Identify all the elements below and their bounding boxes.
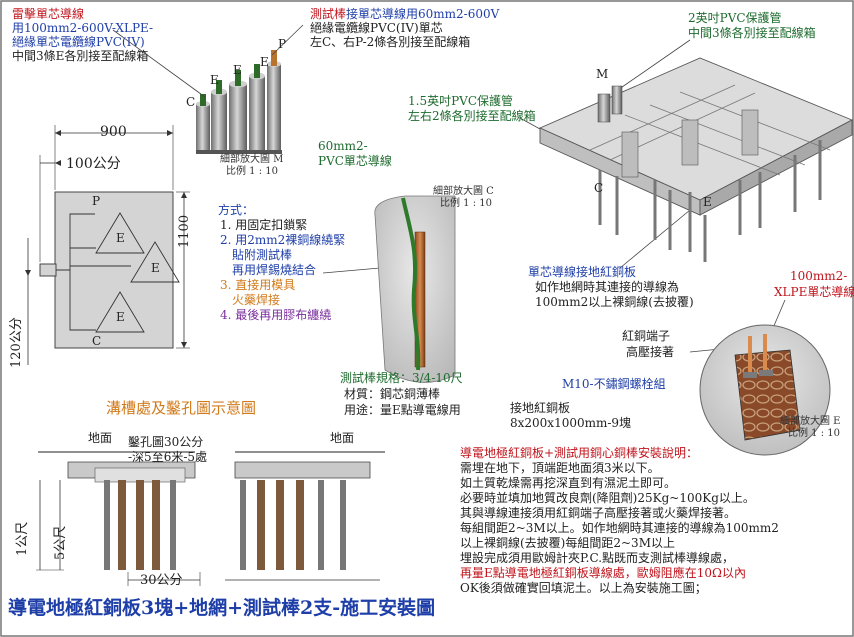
cable-e3 bbox=[249, 76, 265, 152]
lightning-conductor-title: 雷擊單芯導線 bbox=[12, 7, 85, 21]
cable-letter-e1: E bbox=[210, 73, 219, 87]
cable-letter-p: P bbox=[278, 37, 287, 51]
notes-line-2: 如土質乾燥需再挖深直到有濕泥土即可。 bbox=[460, 476, 677, 490]
trench-dim-30: 30公分 bbox=[140, 573, 183, 588]
iso-letter-m: M bbox=[596, 67, 609, 81]
detail-e-line2: 比例 1 : 10 bbox=[788, 428, 840, 439]
notes-line-8: 再量E點導電地極紅銅板導線處，歐姆阻應在10Ω以內 bbox=[460, 566, 746, 580]
detail-m-line2: 比例 1 : 10 bbox=[226, 166, 278, 177]
test-rod-conductor-line3: 左C、右P-2條各別接至配線箱 bbox=[310, 35, 471, 49]
notes-line-4: 其與導線連接須用紅銅端子高壓接著或火藥焊接著。 bbox=[460, 506, 737, 520]
plate-conductor-line1: 單芯導線接地紅銅板 bbox=[528, 265, 637, 279]
plate-offset-dim: 100公分 bbox=[66, 156, 121, 172]
plate-letter-e2: E bbox=[151, 261, 160, 275]
notes-line-3: 必要時並填加地質改良劑(降阻劑)25Kg~100Kg以上。 bbox=[460, 491, 755, 505]
method-step-2c: 再用焊錫燒結合 bbox=[232, 263, 317, 277]
pipe-15in-line1: 1.5英吋PVC保護管 bbox=[408, 94, 514, 108]
trench-title: 溝槽處及鑿孔圖示意圖 bbox=[106, 399, 257, 417]
test-rod-conductor-line2: 絕緣電纜線PVC(IV)單芯 bbox=[310, 21, 443, 35]
pvc-60-line1: 60mm2- bbox=[318, 139, 368, 153]
notes-line-1: 需埋在地下，頂端距地面須3米以下。 bbox=[460, 461, 660, 475]
iso-letter-e: E bbox=[703, 195, 712, 209]
rod-spec-line1: 測試棒規格：3/4-10尺 bbox=[340, 371, 463, 385]
detail-c-rod bbox=[374, 195, 456, 383]
pipe-2in-line2: 中間3條各別接至配線箱 bbox=[688, 26, 816, 40]
method-step-4: 4. 最後再用膠布纏繞 bbox=[220, 308, 332, 322]
plate-letter-p: P bbox=[92, 194, 101, 208]
notes-line-9: OK後須做確實回填泥土。以上為安裝施工圖； bbox=[460, 581, 707, 595]
method-step-2b: 貼附測試棒 bbox=[232, 248, 293, 262]
plate-side-dim: 120公分 bbox=[9, 317, 24, 368]
green-wire bbox=[401, 197, 421, 371]
trench-ground-right: 地面 bbox=[330, 431, 355, 445]
cable-c bbox=[196, 104, 210, 152]
terminal-line2: 高壓接著 bbox=[626, 345, 675, 359]
plate-letter-e1: E bbox=[116, 231, 125, 245]
rod-spec-line3: 用途：量E點導電線用 bbox=[344, 403, 461, 417]
cable-letter-c: C bbox=[186, 95, 196, 109]
plate-front-view bbox=[25, 125, 190, 365]
cable-p bbox=[267, 64, 281, 152]
detail-c-line2: 比例 1 : 10 bbox=[440, 198, 492, 209]
xlpe-line1: 100mm2- bbox=[790, 269, 848, 283]
plate-letter-e3: E bbox=[116, 310, 125, 324]
trench-section-right bbox=[225, 451, 385, 581]
ground-plate-line1: 接地紅銅板 bbox=[510, 401, 571, 415]
lightning-conductor-line3: 中間3條E各別接至配線箱 bbox=[12, 49, 149, 63]
trench-section-left bbox=[36, 451, 201, 586]
method-title: 方式： bbox=[218, 203, 255, 217]
plate-width-dim: 900 bbox=[100, 124, 127, 140]
iso-rods bbox=[598, 140, 822, 262]
test-rod-conductor-line1: 測試棒接單芯導線用60mm2-600V bbox=[310, 7, 500, 21]
plate-conductor-line2: 如作地網時其連接的導線為 bbox=[535, 280, 680, 294]
notes-line-7: 埋設完成須用歐姆計夾P.C.點既而支測試棒導線處， bbox=[460, 551, 735, 565]
rod-spec-line2: 材質：鋼芯銅薄棒 bbox=[344, 387, 441, 401]
trench-hole-line1: 鑿孔圖30公分 bbox=[128, 435, 204, 449]
method-step-3a: 3. 直接用模具 bbox=[220, 278, 296, 292]
cable-e1 bbox=[211, 92, 227, 152]
lightning-conductor-line2: 絕緣單芯電纜線PVC(IV) bbox=[12, 35, 145, 49]
plate-conductor-line3: 100mm2以上裸銅線(去披覆) bbox=[535, 295, 694, 309]
pvc-60-line2: PVC單芯導線 bbox=[318, 154, 392, 168]
notes-line-6: 以上裸銅線(去披覆)每組間距2~3M以上 bbox=[460, 536, 675, 550]
iso-letter-c: C bbox=[594, 181, 604, 195]
trench-ground-left: 地面 bbox=[88, 431, 113, 445]
method-step-1: 1. 用固定扣鎖緊 bbox=[220, 218, 308, 232]
pipe-2in-line1: 2英吋PVC保護管 bbox=[688, 11, 782, 25]
method-step-3b: 火藥焊接 bbox=[232, 293, 281, 307]
cable-e2 bbox=[229, 84, 247, 152]
cable-bundle bbox=[196, 50, 282, 154]
pipe-15in-line2: 左右2條各別接至配線箱 bbox=[408, 109, 536, 123]
terminal-line1: 紅銅端子 bbox=[622, 329, 671, 343]
trench-dim-1m: 1公尺 bbox=[15, 521, 30, 556]
notes-title: 導電地極紅銅板+測試用銅心銅棒安裝說明： bbox=[460, 446, 699, 460]
plate-height-dim: 1100 bbox=[177, 214, 192, 248]
plate-letter-c: C bbox=[92, 334, 102, 348]
trench-hole-line2: -深5至6米-5處 bbox=[128, 450, 208, 464]
trench-dim-5m: 5公尺 bbox=[53, 525, 68, 560]
lightning-conductor-line1: 用100mm2-600V-XLPE- bbox=[12, 21, 154, 35]
copper-plate bbox=[54, 191, 174, 349]
detail-m-line1: 細部放大圖 M bbox=[220, 154, 284, 165]
method-step-2a: 2. 用2mm2裸銅線繞緊 bbox=[220, 233, 346, 247]
detail-e-line1: 細部放大圖 E bbox=[780, 416, 841, 427]
detail-e bbox=[699, 324, 831, 456]
cable-letter-e3: E bbox=[260, 55, 269, 69]
plate-tab bbox=[39, 263, 57, 277]
detail-c-line1: 細部放大圖 C bbox=[433, 186, 494, 197]
cable-letter-e2: E bbox=[233, 63, 242, 77]
page-title: 導電地極紅銅板3塊+地網+測試棒2支-施工安裝圖 bbox=[8, 597, 436, 619]
xlpe-line2: XLPE單芯導線 bbox=[774, 285, 854, 299]
notes-line-5: 每組間距2~3M以上。如作地網時其連接的導線為100mm2 bbox=[460, 521, 779, 535]
bolt-label: M10-不鏽鋼螺栓組 bbox=[562, 377, 666, 391]
iso-model bbox=[538, 57, 854, 262]
ground-plate-line2: 8x200x1000mm-9塊 bbox=[510, 416, 632, 430]
